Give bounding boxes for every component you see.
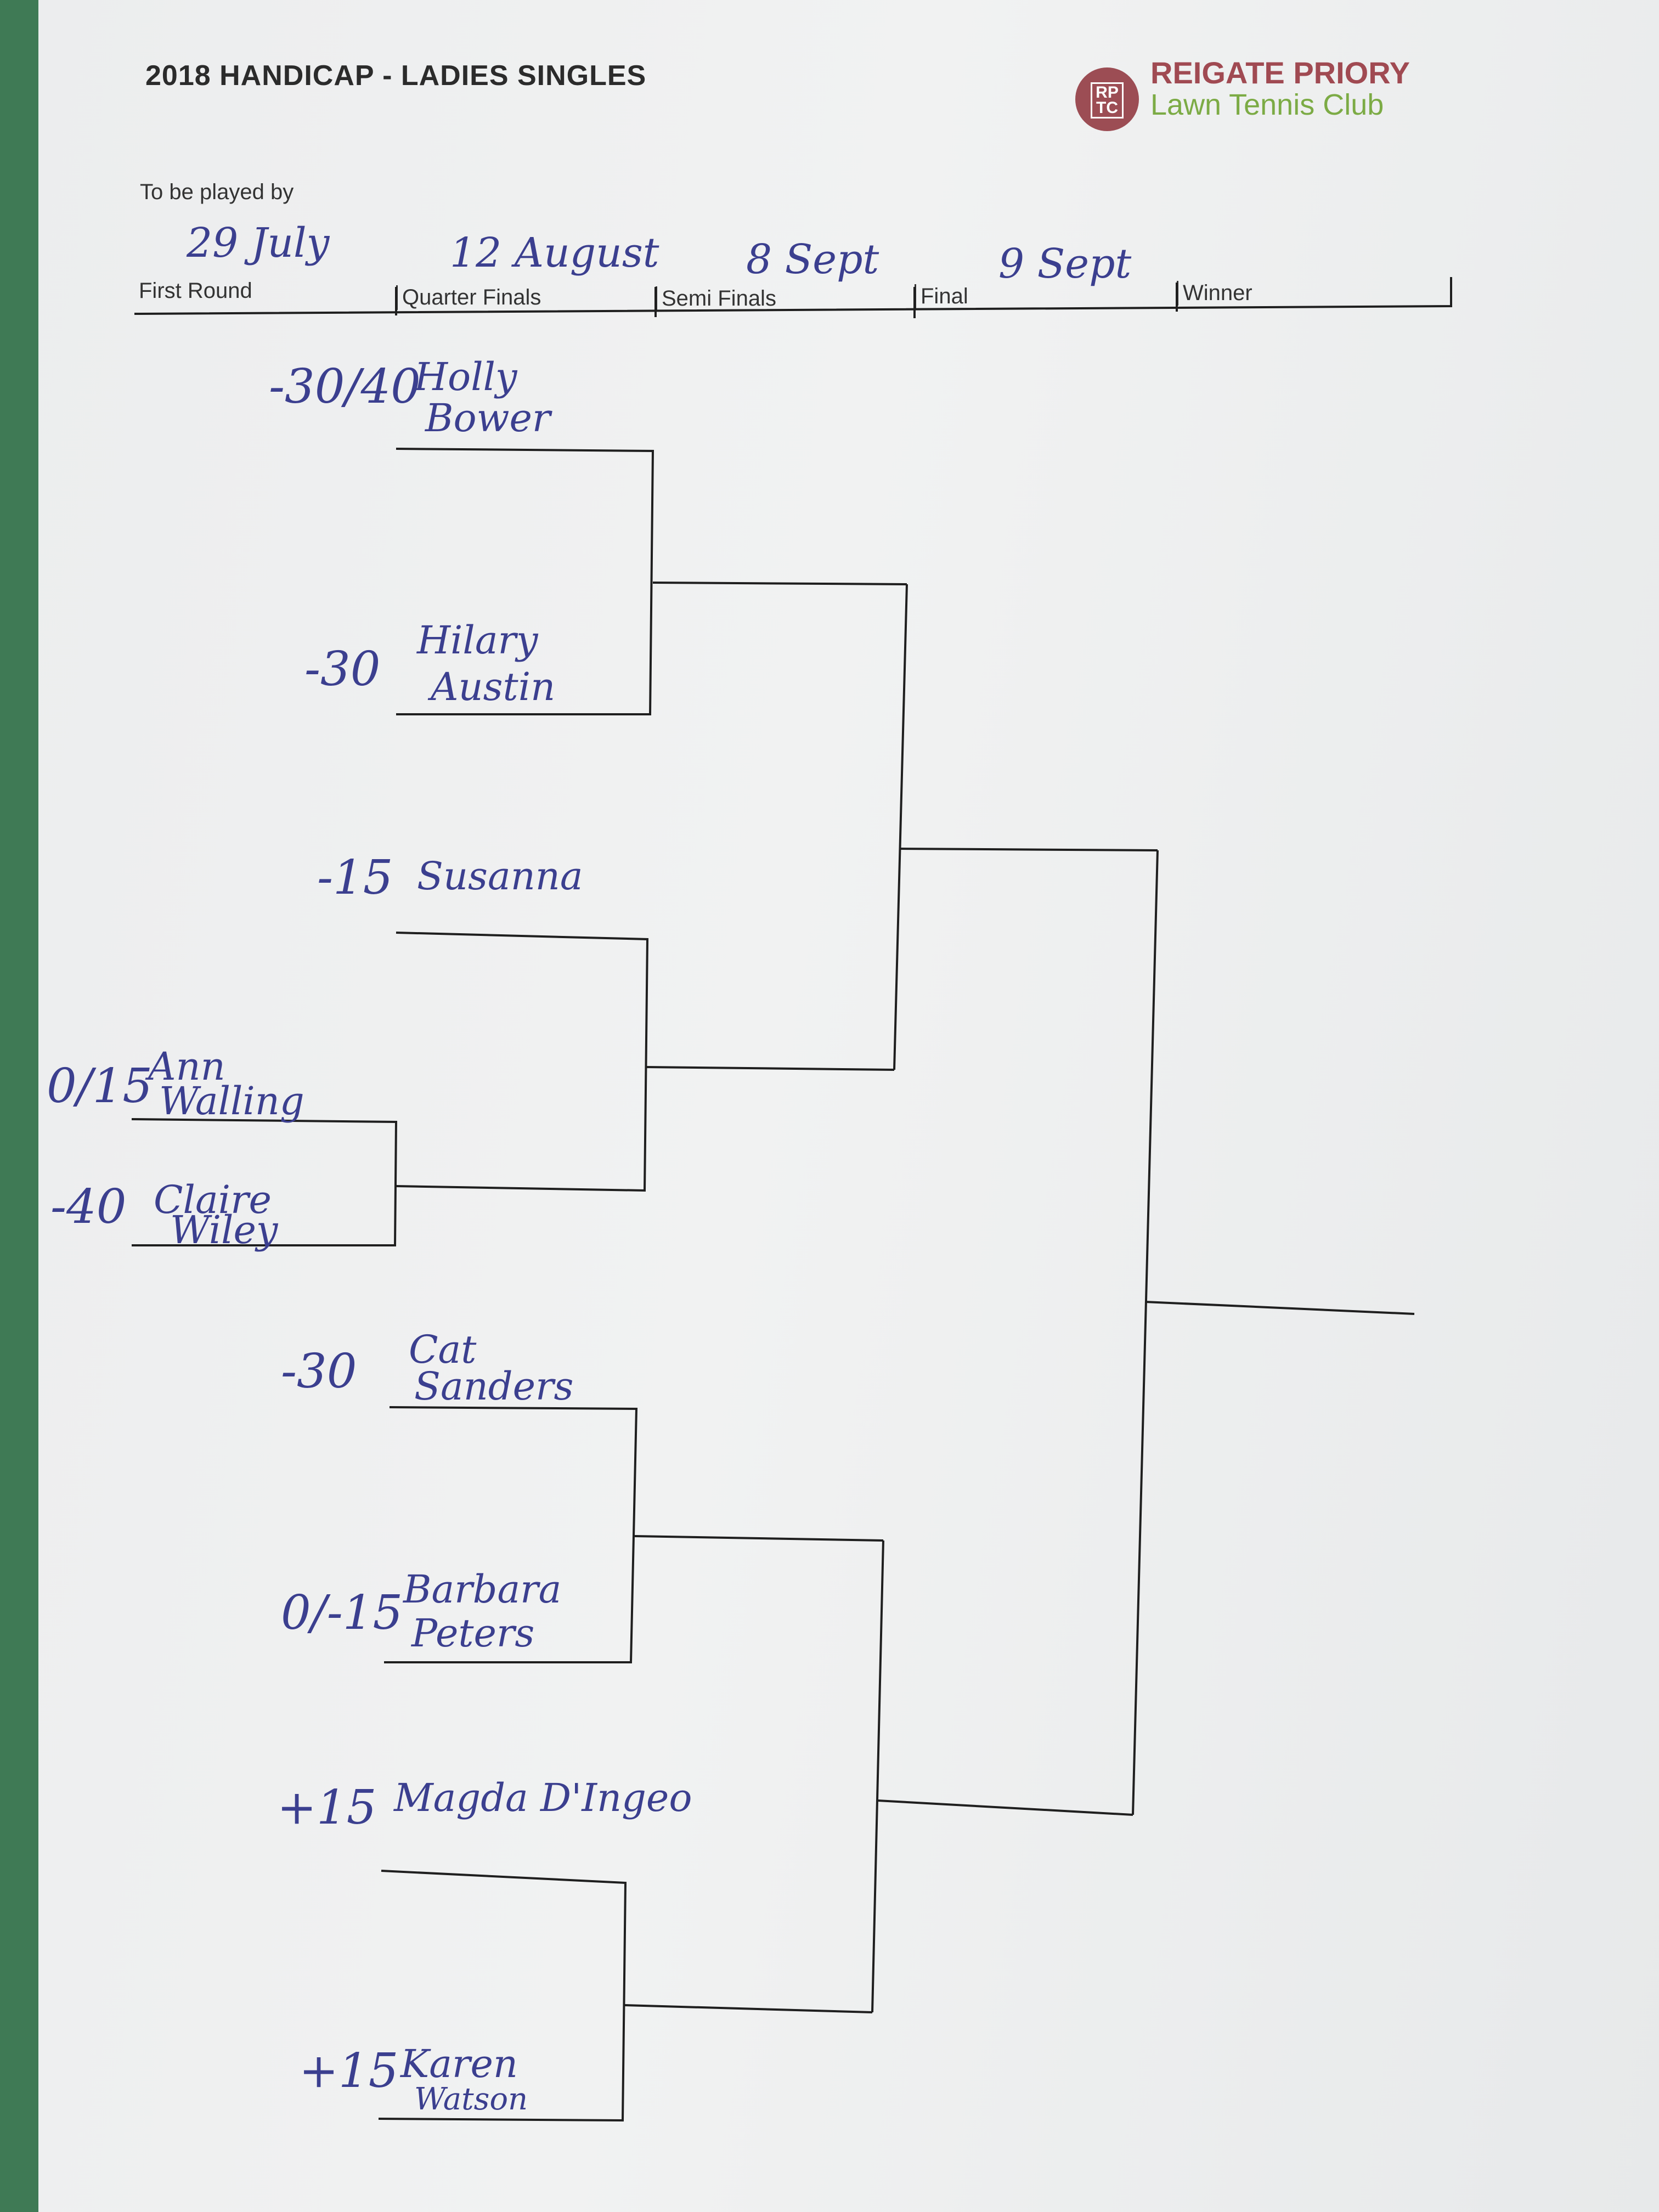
player-7-name-first: Barbara [403, 1567, 562, 1612]
player-5-name-first: Claire [154, 1177, 272, 1222]
player-2-name-last: Austin [431, 664, 556, 709]
winner-line [1145, 1301, 1415, 1315]
player-3-handicap: -15 [317, 850, 393, 905]
round-date-final: 9 Sept [998, 240, 1132, 287]
round-label-first: First Round [139, 279, 252, 303]
player-8-name-first: Magda D'Ingeo [394, 1775, 692, 1820]
player-4-handicap: 0/15 [47, 1059, 153, 1114]
player-6-name-first: Cat [409, 1327, 477, 1372]
player-9-name-last: Watson [414, 2081, 528, 2117]
player-1-handicap: -30/40 [269, 359, 421, 414]
round-date-quarter: 12 August [450, 229, 659, 276]
to-be-played-by-label: To be played by [140, 180, 294, 204]
round-label-semi: Semi Finals [656, 286, 776, 311]
player-5-name-last: Wiley [170, 1207, 278, 1252]
player-1-name-last: Bower [425, 396, 551, 441]
fr-line-1 [131, 1118, 398, 1246]
player-1-name-first: Holly [414, 354, 517, 399]
bracket-sheet [38, 0, 1659, 2212]
club-name: REIGATE PRIORY [1150, 55, 1410, 90]
sf-link-1 [652, 582, 907, 585]
qf-line-1 [396, 448, 654, 715]
player-7-name-last: Peters [411, 1611, 535, 1656]
player-9-name-first: Karen [400, 2041, 518, 2086]
final-link-1 [899, 848, 1158, 851]
sf-line-2 [871, 1540, 884, 2013]
sf-link-2 [646, 1066, 895, 1071]
player-4-name-first: Ann [148, 1044, 225, 1089]
player-2-name-first: Hilary [417, 618, 538, 663]
club-subtitle: Lawn Tennis Club [1150, 88, 1384, 121]
qf-line-4 [378, 1870, 627, 2122]
round-label-final: Final [915, 284, 968, 309]
player-3-name-first: Susanna [417, 854, 583, 899]
round-label-quarter: Quarter Finals [396, 285, 541, 310]
player-6-handicap: -30 [281, 1344, 357, 1399]
sf-link-3 [634, 1535, 884, 1542]
sf-line-1 [893, 584, 908, 1070]
final-link-2 [877, 1799, 1133, 1816]
qf-line-2 [396, 932, 649, 1192]
header-rule [134, 277, 1452, 315]
player-7-handicap: 0/-15 [281, 1585, 403, 1640]
final-line [1132, 850, 1159, 1815]
player-2-handicap: -30 [304, 642, 381, 697]
page-title: 2018 HANDICAP - LADIES SINGLES [145, 60, 647, 92]
sf-link-4 [624, 2004, 873, 2013]
player-6-name-last: Sanders [414, 1364, 574, 1409]
player-8-handicap: +15 [277, 1780, 377, 1835]
player-9-handicap: +15 [299, 2044, 399, 2098]
player-4-name-last: Walling [159, 1079, 304, 1124]
round-date-first: 29 July [187, 219, 330, 267]
round-date-semi: 8 Sept [746, 236, 879, 283]
qf-line-3 [384, 1406, 638, 1663]
player-5-handicap: -40 [50, 1180, 127, 1234]
